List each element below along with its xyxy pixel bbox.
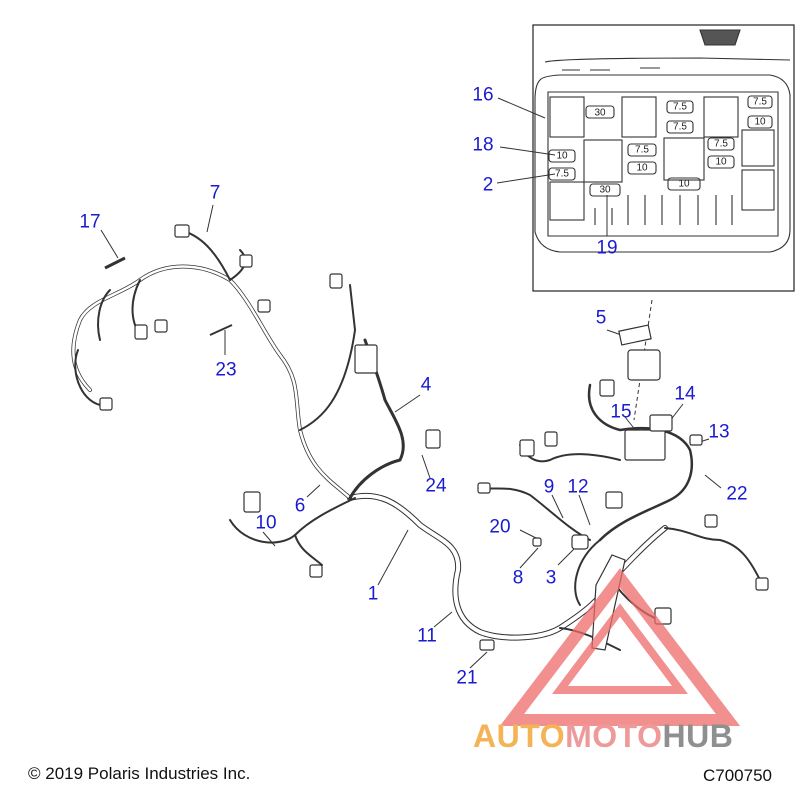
callout-22: 22 [726,483,748,505]
callout-12: 12 [567,476,589,498]
callout-2: 2 [482,174,494,196]
callout-13: 13 [708,421,730,443]
callout-15: 15 [610,401,632,423]
fuse-label: 7.5 [673,121,687,133]
callout-11: 11 [417,625,437,647]
fuse-label: 30 [599,184,611,196]
callout-21: 21 [456,667,478,689]
callout-24: 24 [425,475,447,497]
callout-3: 3 [545,567,557,589]
callout-7: 7 [209,182,221,204]
copyright-text: © 2019 Polaris Industries Inc. [28,764,251,783]
fuse-label: 10 [556,150,568,162]
fuse-label: 7.5 [673,101,687,113]
callout-5: 5 [595,307,607,329]
callout-8: 8 [512,567,524,589]
fuse-label: 10 [715,156,727,168]
callout-18: 18 [472,134,494,156]
callout-10: 10 [255,512,277,534]
callout-9: 9 [543,476,555,498]
callout-6: 6 [294,495,306,517]
callout-16: 16 [472,84,494,106]
callout-20: 20 [489,516,511,538]
fuse-label: 7.5 [753,96,767,108]
fuse-label: 7.5 [714,138,728,150]
connectors [99,224,769,651]
watermark-logo: AUTOMOTOHUB [473,718,734,754]
fuse-label: 30 [594,107,606,119]
callout-14: 14 [674,383,696,405]
callout-19: 19 [596,237,618,259]
fuse-box-drawing [534,29,791,253]
fuse-label: 10 [678,178,690,190]
callout-4: 4 [420,374,432,396]
leader-lines [100,97,722,669]
callout-1: 1 [367,583,379,605]
fuse-label: 10 [636,162,648,174]
fuse-label: 10 [754,116,766,128]
diagram-code: C700750 [703,766,773,785]
callout-23: 23 [215,359,237,381]
watermark-triangle [499,568,741,726]
callout-17: 17 [79,211,101,233]
fuse-label: 7.5 [635,144,649,156]
fuse-label: 7.5 [555,168,569,180]
